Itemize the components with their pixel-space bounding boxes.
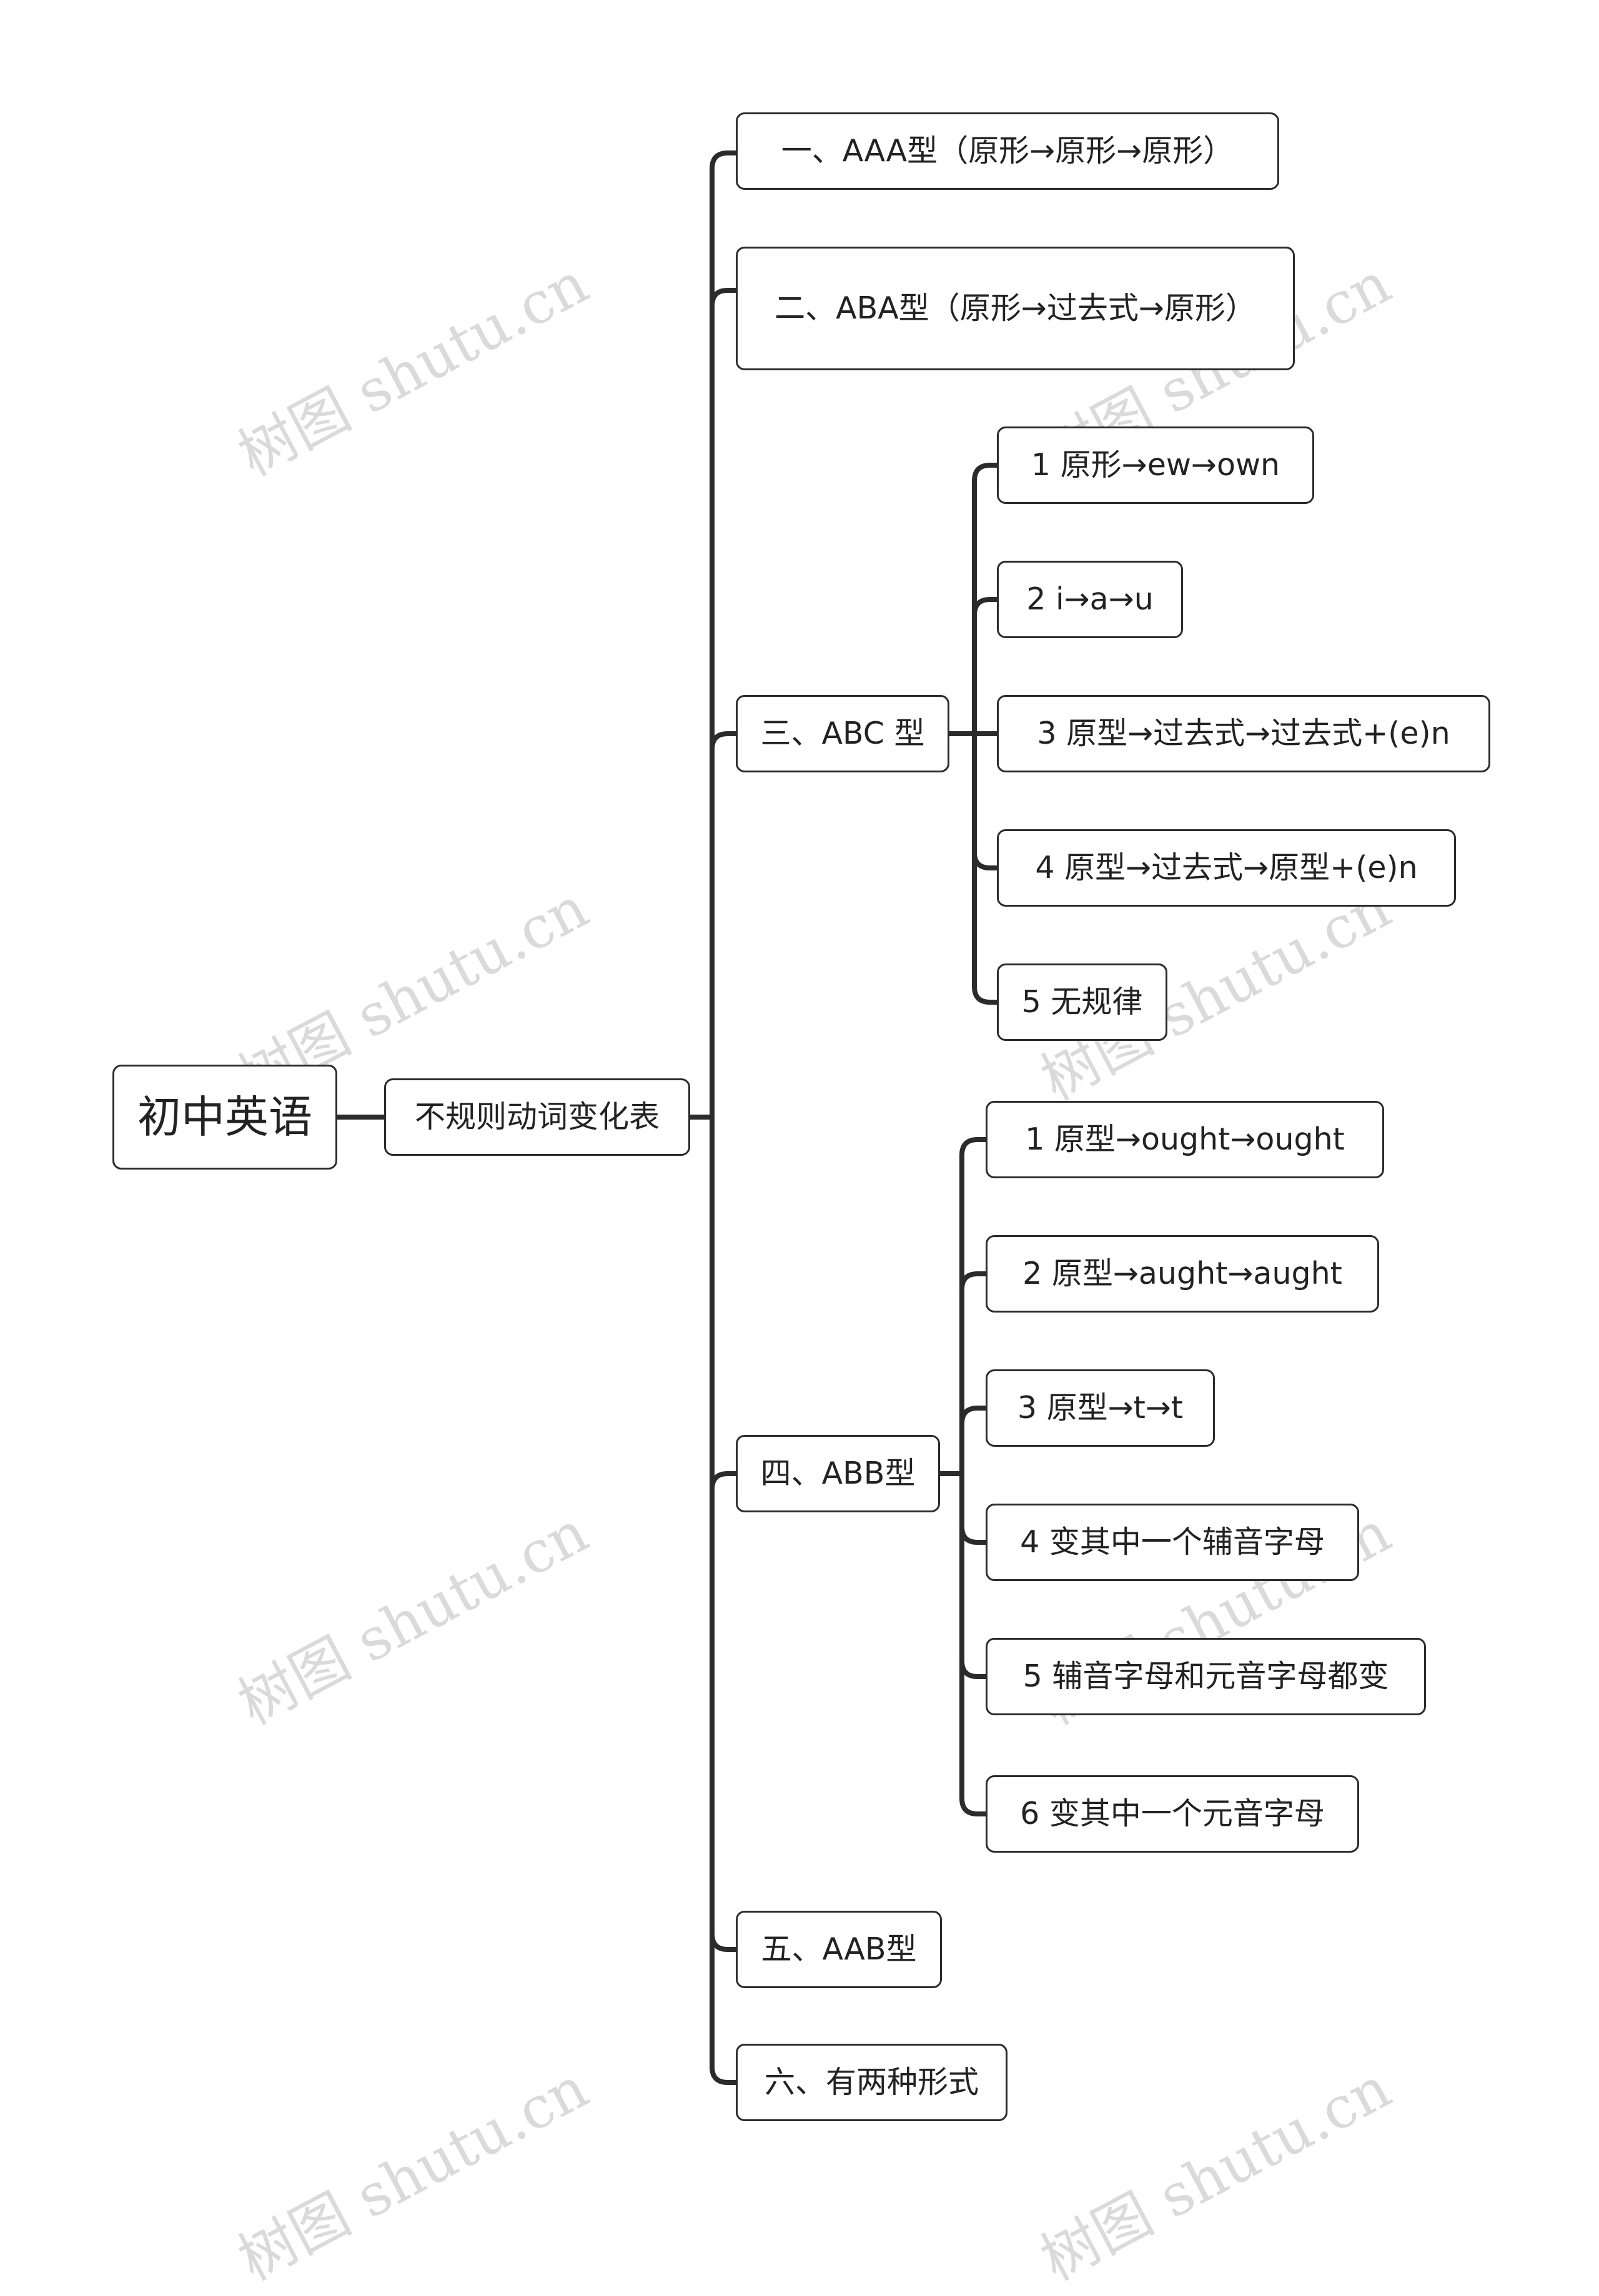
branch-abb[interactable]: 四、ABB型 (736, 1435, 940, 1512)
abb-item-4[interactable]: 4 变其中一个辅音字母 (986, 1504, 1359, 1581)
connector-branch-4 (710, 1931, 740, 1952)
abc-item-5[interactable]: 5 无规律 (997, 963, 1167, 1041)
branch-two-forms[interactable]: 六、有两种形式 (736, 2044, 1007, 2121)
abb-item-5[interactable]: 5 辅音字母和元音字母都变 (986, 1638, 1426, 1715)
connector-branch-1 (710, 288, 740, 308)
connector-abb-trunk (959, 1137, 989, 1816)
connector-abc-2 (972, 597, 1001, 618)
connector-abc-4 (972, 850, 1001, 870)
branch-aaa[interactable]: 一、AAA型（原形→原形→原形） (736, 112, 1279, 190)
abc-item-3[interactable]: 3 原型→过去式→过去式+(e)n (997, 695, 1490, 772)
connector-abb-3 (959, 1406, 989, 1426)
branch-aba[interactable]: 二、ABA型（原形→过去式→原形） (736, 247, 1295, 370)
connector-abb-2 (959, 1271, 989, 1292)
abc-item-2[interactable]: 2 i→a→u (997, 561, 1183, 638)
connector-branch-3 (710, 1471, 740, 1492)
connector-lines (335, 150, 1001, 2085)
connector-branch-trunk (710, 150, 730, 2085)
abb-item-3[interactable]: 3 原型→t→t (986, 1369, 1215, 1447)
mind-map-canvas: 树图 shutu.cn 树图 shutu.cn 树图 shutu.cn 树图 s… (112, 112, 1490, 2294)
connector-abc-trunk (972, 463, 1001, 1005)
branch-abc[interactable]: 三、ABC 型 (736, 695, 949, 772)
branch-aab[interactable]: 五、AAB型 (736, 1911, 942, 1988)
abc-item-1[interactable]: 1 原形→ew→own (997, 426, 1314, 504)
connector-abb-5 (959, 1658, 989, 1679)
center-node[interactable]: 不规则动词变化表 (384, 1078, 690, 1156)
root-node[interactable]: 初中英语 (112, 1065, 337, 1170)
abb-item-2[interactable]: 2 原型→aught→aught (986, 1235, 1379, 1313)
connector-abb-4 (959, 1524, 989, 1545)
abb-item-6[interactable]: 6 变其中一个元音字母 (986, 1775, 1359, 1853)
abc-item-4[interactable]: 4 原型→过去式→原型+(e)n (997, 829, 1456, 907)
connector-branch-2 (710, 731, 740, 752)
abb-item-1[interactable]: 1 原型→ought→ought (986, 1101, 1384, 1178)
